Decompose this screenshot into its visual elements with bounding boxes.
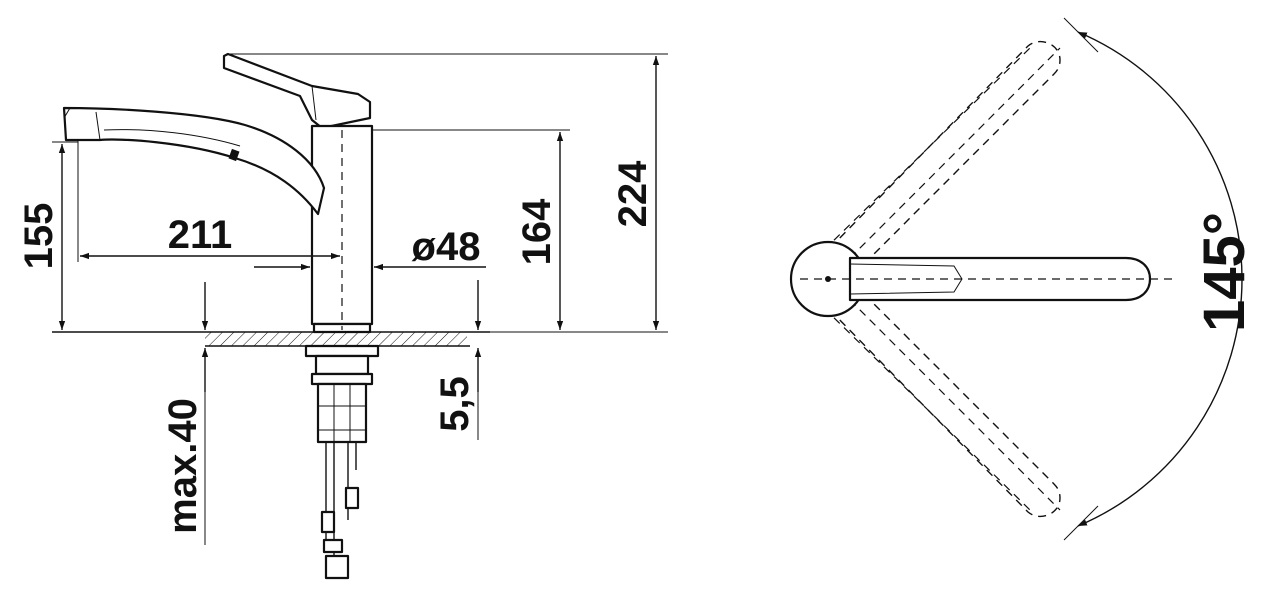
spout	[62, 106, 326, 216]
top-view: 145°	[789, 17, 1257, 541]
body-height-label: 164	[515, 198, 559, 265]
dimension-deck-thickness: max.40	[161, 282, 209, 545]
dimension-swivel-angle: 145°	[1063, 17, 1257, 541]
mounting-fittings	[304, 344, 380, 580]
dimension-spout-reach: 211	[77, 140, 340, 262]
swivel-angle-label: 145°	[1192, 212, 1257, 332]
dimension-tube-offset: 5,5	[433, 280, 482, 440]
faucet-column	[310, 124, 374, 326]
tube-offset-label: 5,5	[433, 376, 477, 432]
dimension-spout-height: 155	[17, 141, 78, 330]
spout-swing-upper	[823, 41, 1061, 269]
spout-reach-label: 211	[168, 213, 233, 257]
faucet-body	[62, 52, 380, 580]
lever-handle	[222, 52, 372, 130]
dimension-base-diameter: ø48	[254, 225, 486, 271]
side-view: 224 164 155 211 ø48	[17, 52, 668, 580]
countertop	[52, 331, 490, 347]
spout-height-label: 155	[17, 203, 61, 270]
total-height-label: 224	[611, 160, 655, 227]
base-diameter-label: ø48	[412, 225, 481, 269]
deck-thickness-label: max.40	[161, 398, 205, 534]
dimension-total-height: 224	[52, 53, 668, 333]
spout-swing-lower	[823, 289, 1061, 517]
dimension-body-height: 164	[372, 129, 570, 330]
